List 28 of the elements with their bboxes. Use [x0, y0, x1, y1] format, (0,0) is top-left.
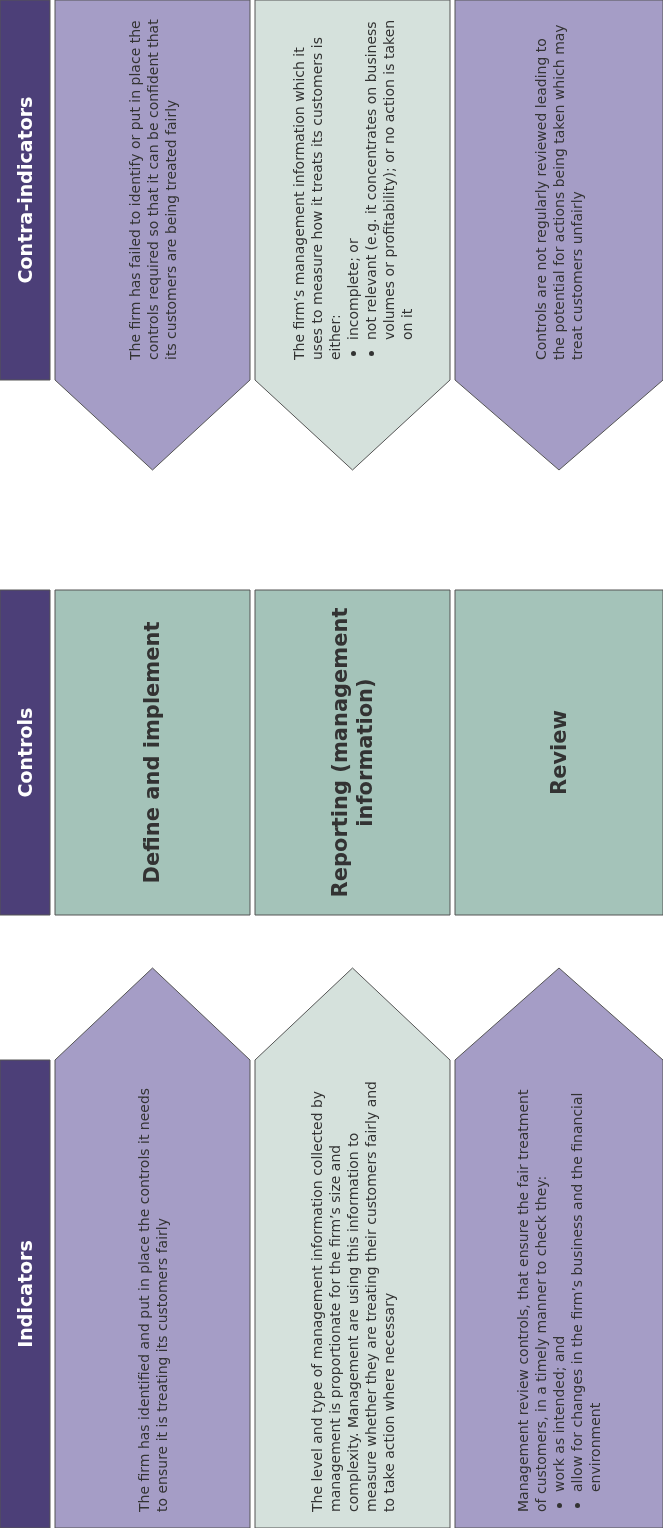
control-box [255, 590, 450, 915]
description-text: The firm’s management information which it uses to measure how it treats its customers is either: [289, 35, 344, 360]
column-heading: Indicators [16, 1240, 34, 1348]
control-box [455, 590, 663, 915]
description-text: The firm has identified and put in place the controls it needs to ensure it is treating its customers fairly [134, 1086, 171, 1512]
column-header [0, 1060, 50, 1528]
description-text: Controls are not regularly reviewed leading to the potential for actions being taken which may treat customers unfairly [532, 23, 586, 360]
contra-indicator-arrow-box [455, 0, 663, 470]
column-heading: Controls [16, 707, 34, 798]
description-text: Management review controls, that ensure the fair treatment of customers, in a timely manner to check they: [514, 1088, 550, 1512]
control-label: Reporting (management information) [327, 606, 378, 900]
bullet-item: incomplete; or [343, 16, 362, 360]
column-heading: Contra-indicators [16, 96, 34, 284]
contra-indicator-arrow-box [255, 0, 450, 470]
description-text: The firm has failed to identify or put in place the controls required so that it can be confident that its customers are being treated fairly [125, 18, 180, 360]
column-header [0, 590, 50, 915]
indicator-arrow-box [55, 968, 250, 1528]
indicator-arrow-box [255, 968, 450, 1528]
bullet-item: not relevant (e.g. it concentrates on business volumes or profitability); or no action is taken on it [361, 16, 416, 360]
description-text: The level and type of management information collected by management is proportionate for the firm’s size and complexity. Management are using this information to measure whether they are treating their customers fairly and to take action where necessary [307, 1080, 398, 1512]
bullet-item: allow for changes in the firm’s business and the financial environment [568, 1078, 604, 1512]
control-label: Review [546, 710, 572, 795]
control-label: Define and implement [140, 621, 165, 884]
bullet-item: work as intended; and [550, 1078, 568, 1512]
indicator-arrow-box [455, 968, 663, 1528]
column-header [0, 0, 50, 380]
contra-indicator-arrow-box [55, 0, 250, 470]
control-box [55, 590, 250, 915]
